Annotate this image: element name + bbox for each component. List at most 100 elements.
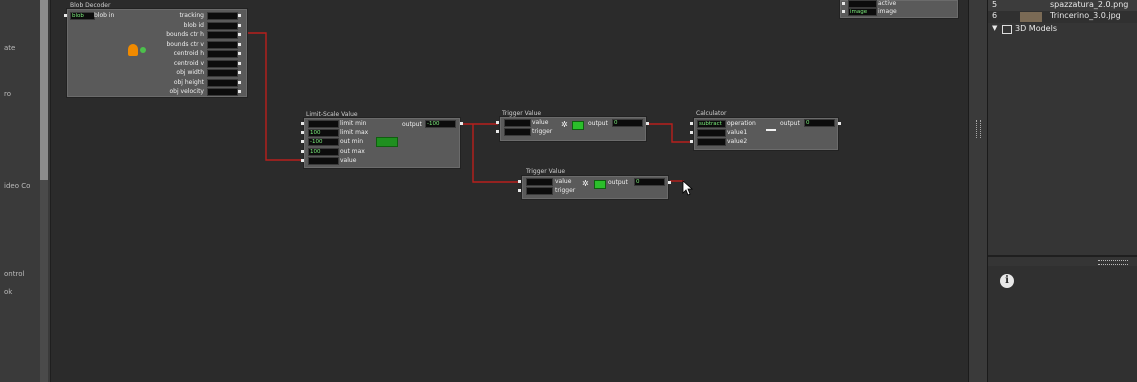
limit-input-value[interactable]: -100 (308, 138, 339, 147)
limit-input-label: out min (340, 138, 364, 146)
blob-in-label: blob in (94, 12, 115, 19)
blob-output-label: bounds ctr h (166, 31, 204, 38)
trigger-icon (594, 180, 606, 189)
output-port[interactable] (838, 122, 841, 125)
blob-output-value[interactable] (207, 40, 238, 49)
calc-output-value[interactable]: 0 (804, 119, 835, 127)
calc-value1-label: value1 (727, 129, 748, 136)
input-port[interactable] (301, 158, 304, 162)
input-port[interactable] (690, 140, 693, 143)
left-label: ate (4, 44, 16, 52)
trigger-value-field[interactable] (504, 119, 531, 127)
output-port[interactable] (238, 23, 241, 27)
output-port[interactable] (238, 90, 241, 93)
input-port[interactable] (690, 131, 693, 134)
output-port[interactable] (238, 80, 241, 84)
trigger-value-field[interactable] (526, 178, 553, 186)
blob-output-value[interactable] (207, 50, 238, 58)
blob-output-label: obj height (173, 78, 204, 86)
canvas-splitter[interactable] (968, 0, 987, 382)
info-section (988, 266, 1137, 382)
chevron-down-icon: ▼ (992, 24, 998, 32)
trigger-trigger-field[interactable] (526, 187, 553, 195)
input-port[interactable] (690, 122, 693, 125)
calc-value2-field[interactable] (697, 138, 726, 146)
panel-divider (988, 255, 1137, 257)
input-port[interactable] (301, 140, 304, 144)
info-icon[interactable]: i (1000, 274, 1014, 288)
section-3d-models[interactable]: ▼ 3D Models (988, 24, 1137, 36)
actor-title: Trigger Value (502, 110, 542, 117)
calc-value1-field[interactable] (697, 129, 726, 137)
blob-output-label: blob id (183, 21, 204, 29)
blob-output-label: centroid h (173, 50, 204, 57)
input-port[interactable] (842, 10, 845, 13)
blob-output-label: bounds ctr v (166, 40, 204, 48)
blob-output-value[interactable] (207, 21, 238, 30)
limit-input-value[interactable] (308, 156, 339, 165)
output-port[interactable] (460, 122, 463, 125)
left-panel-scrollbar[interactable] (40, 0, 48, 180)
output-port[interactable] (668, 181, 671, 184)
trigger-value-label: value (532, 119, 549, 126)
trigger-output-value[interactable]: 0 (612, 119, 643, 127)
calc-operation-value[interactable]: subtract (697, 120, 726, 128)
trigger-trigger-field[interactable] (504, 128, 531, 136)
output-port[interactable] (238, 61, 241, 65)
input-port[interactable] (518, 189, 521, 192)
input-port[interactable] (301, 122, 304, 125)
file-index: 6 (992, 11, 998, 20)
output-port[interactable] (238, 71, 241, 74)
trigger-output-label: output (588, 120, 608, 127)
left-label: ontrol (4, 270, 25, 278)
trigger-trigger-label: trigger (555, 187, 576, 194)
active-value[interactable] (848, 0, 877, 8)
limit-input-value[interactable]: 100 (308, 129, 339, 138)
output-port[interactable] (238, 33, 241, 36)
limit-output-value[interactable]: -100 (425, 120, 456, 128)
blob-actor-icon (128, 44, 138, 56)
trigger-value-label: value (555, 178, 572, 185)
output-port[interactable] (238, 42, 241, 46)
blob-in-value[interactable]: blob (70, 12, 95, 20)
blob-output-value[interactable] (207, 69, 238, 77)
input-port[interactable] (64, 14, 67, 17)
blob-output-value[interactable] (207, 12, 238, 20)
trigger-output-value[interactable]: 0 (634, 178, 665, 186)
left-label: ideo Co (4, 182, 31, 190)
blob-output-value[interactable] (207, 88, 238, 96)
gear-icon: ✲ (582, 179, 589, 188)
left-label: ok (4, 288, 13, 296)
input-port[interactable] (301, 131, 304, 135)
calc-value2-label: value2 (727, 138, 748, 145)
trigger-icon (572, 121, 584, 130)
output-port[interactable] (238, 14, 241, 17)
toggle-icon[interactable] (376, 137, 398, 147)
actor-title: Blob Decoder (70, 2, 111, 9)
gear-icon: ✲ (561, 120, 568, 129)
status-icon (140, 47, 146, 53)
blob-output-label: obj width (176, 69, 204, 76)
image-value[interactable]: image (848, 8, 877, 16)
actor-title: Calculator (696, 110, 727, 117)
file-row[interactable]: 5 spazzatura_2.0.png (988, 0, 1137, 12)
blob-output-label: centroid v (173, 59, 204, 67)
file-row[interactable]: 6 Trincerino_3.0.jpg (988, 11, 1137, 23)
output-port[interactable] (646, 122, 649, 125)
wire-limit-to-trigger2 (472, 124, 522, 183)
output-port[interactable] (238, 52, 241, 55)
input-port[interactable] (496, 130, 499, 133)
limit-input-value[interactable] (308, 120, 339, 128)
limit-input-value[interactable]: 100 (308, 147, 339, 156)
left-label: ro (4, 90, 12, 98)
file-name: spazzatura_2.0.png (1050, 0, 1129, 9)
input-port[interactable] (518, 180, 521, 183)
blob-output-value[interactable] (207, 59, 238, 68)
blob-output-value[interactable] (207, 78, 238, 87)
input-port[interactable] (842, 2, 845, 5)
input-port[interactable] (301, 149, 304, 153)
input-port[interactable] (496, 121, 499, 124)
panel-resize-handle[interactable] (1098, 260, 1128, 265)
blob-output-value[interactable] (207, 31, 238, 39)
